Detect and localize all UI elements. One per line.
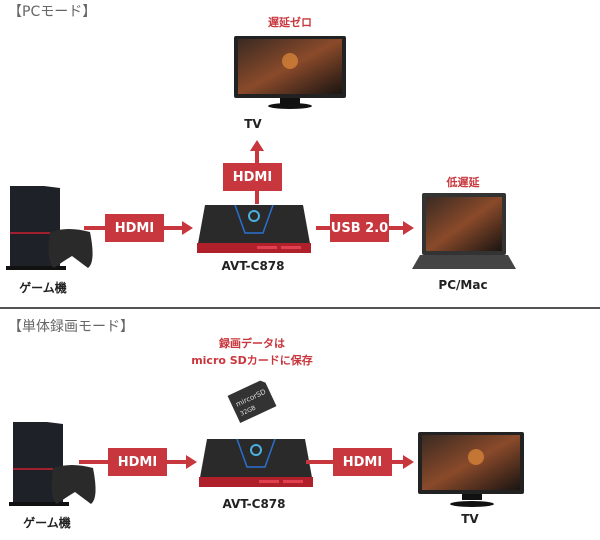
arrow-right-icon bbox=[403, 455, 414, 469]
low-latency-note: 低遅延 bbox=[446, 176, 480, 189]
arrow-right-icon bbox=[182, 221, 193, 235]
tv-icon bbox=[418, 432, 524, 507]
sd-note-line2: micro SDカードに保存 bbox=[191, 354, 313, 367]
sd-note-line1: 録画データは bbox=[219, 337, 285, 350]
console-label-2: ゲーム機 bbox=[23, 516, 71, 530]
arrow-right-icon bbox=[403, 221, 414, 235]
device-label-2: AVT-C878 bbox=[222, 497, 286, 511]
hdmi-in-box: HDMI bbox=[105, 214, 164, 242]
usb-box: USB 2.0 bbox=[330, 214, 389, 242]
game-console-icon bbox=[6, 186, 93, 270]
section-divider bbox=[0, 307, 600, 309]
capture-device-icon bbox=[199, 438, 313, 487]
tv-icon bbox=[234, 36, 346, 109]
zero-latency-note: 遅延ゼロ bbox=[268, 16, 312, 29]
arrow-right-icon bbox=[186, 455, 197, 469]
hdmi-up-box: HDMI bbox=[223, 163, 282, 191]
standalone-mode-title: 【単体録画モード】 bbox=[8, 319, 134, 335]
capture-device-icon bbox=[197, 204, 311, 253]
tv-label-2: TV bbox=[461, 512, 479, 526]
microsd-card-icon: mircorSD 32GB bbox=[227, 380, 277, 424]
game-console-icon bbox=[9, 422, 96, 506]
device-label: AVT-C878 bbox=[221, 259, 285, 273]
pc-label: PC/Mac bbox=[438, 278, 488, 292]
hdmi-out-box: HDMI bbox=[333, 448, 392, 476]
console-label: ゲーム機 bbox=[19, 281, 67, 295]
pc-mode-title: 【PCモード】 bbox=[8, 4, 97, 20]
hdmi-in-box-2: HDMI bbox=[108, 448, 167, 476]
tv-label: TV bbox=[244, 117, 262, 131]
arrow-up-icon bbox=[250, 140, 264, 151]
laptop-icon bbox=[412, 193, 516, 269]
